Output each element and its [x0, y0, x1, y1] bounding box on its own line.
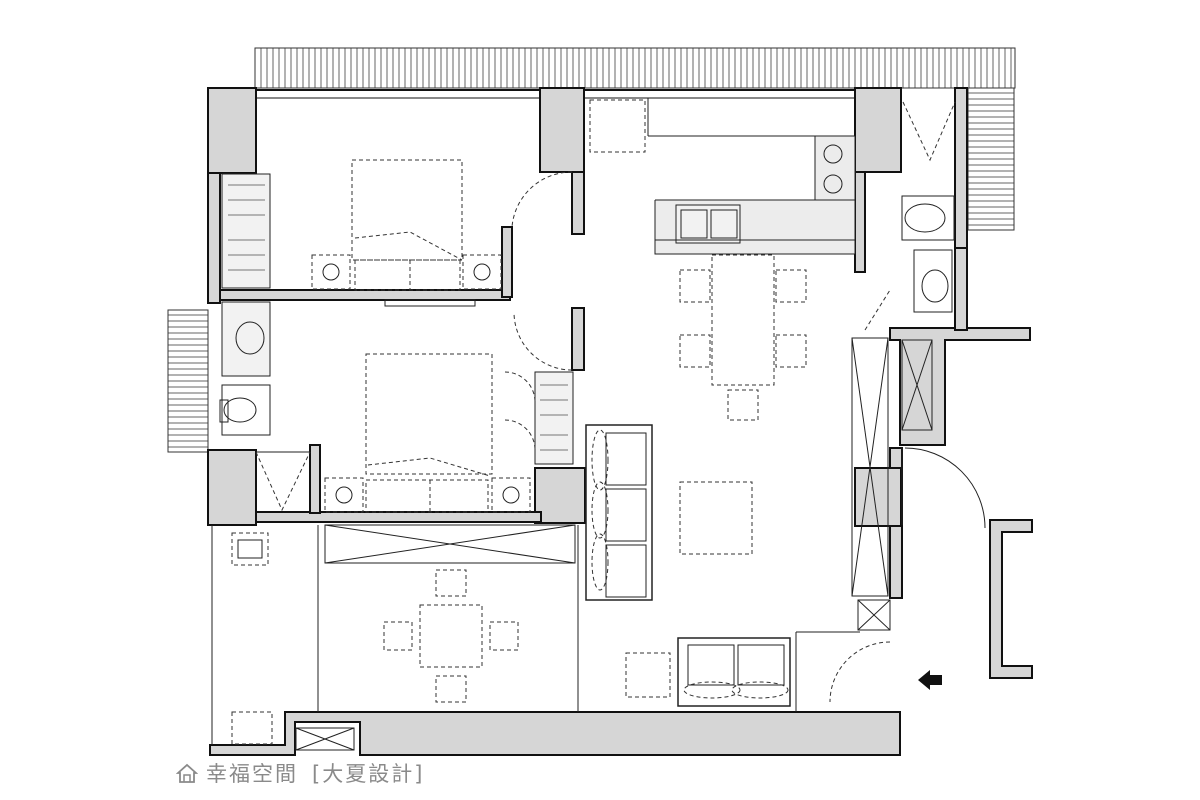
- watermark-designer: [大夏設計]: [312, 762, 425, 786]
- study-room: [317, 524, 579, 712]
- bedroom-2: [324, 311, 574, 513]
- entrance: [795, 447, 986, 712]
- exterior-walls: [207, 87, 1033, 756]
- left-balcony-louver: [167, 309, 209, 453]
- bathroom-left: [219, 301, 311, 512]
- arrow-left-icon: [918, 670, 942, 690]
- watermark: 幸福空間 [大夏設計]: [176, 758, 424, 788]
- left-side-balcony: [211, 525, 355, 751]
- dining-area: [679, 254, 807, 421]
- kitchen: [589, 98, 856, 255]
- watermark-brand: 幸福空間: [206, 762, 298, 786]
- top-balcony: [254, 47, 1016, 89]
- right-balcony-louver: [967, 87, 1015, 231]
- living-room: [585, 337, 889, 707]
- house-outline-icon: [176, 763, 198, 783]
- bathroom-right: [864, 101, 956, 431]
- bedroom-1: [221, 159, 573, 307]
- interior-walls: [219, 171, 866, 524]
